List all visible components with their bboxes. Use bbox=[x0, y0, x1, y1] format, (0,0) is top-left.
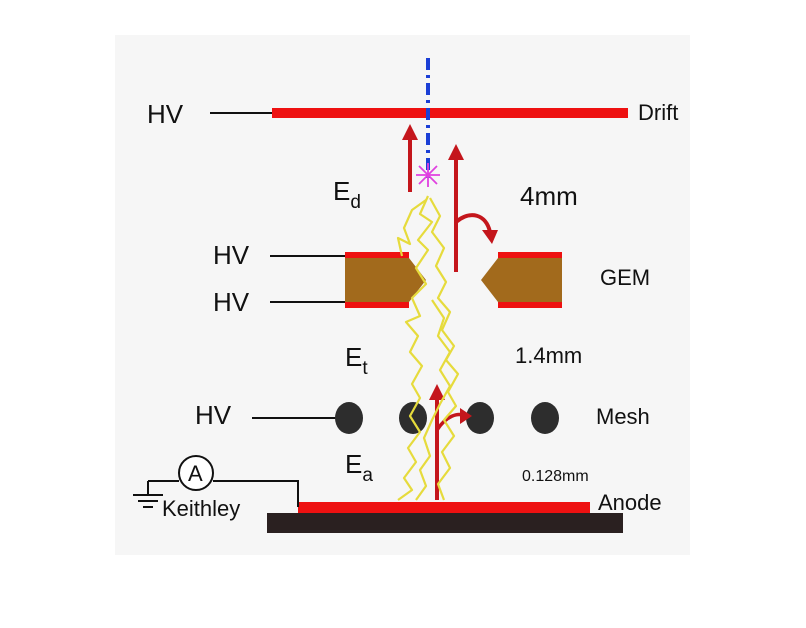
drift-hv-label: HV bbox=[147, 99, 184, 129]
field-line-curve-icon bbox=[454, 213, 498, 244]
drift-field-label: Ed bbox=[333, 176, 361, 213]
amp-field-label: Ea bbox=[345, 449, 373, 486]
drift-field-subscript: d bbox=[350, 192, 361, 213]
amp-field-arrow-icon bbox=[429, 384, 472, 500]
drift-gap-label: 4mm bbox=[520, 181, 578, 211]
transfer-field-subscript: t bbox=[362, 358, 368, 379]
mesh-wire-2 bbox=[399, 402, 427, 434]
ammeter-label: A bbox=[188, 461, 203, 486]
gem-top-hv-label: HV bbox=[213, 240, 250, 270]
amp-field-symbol: E bbox=[345, 449, 362, 479]
ammeter-icon bbox=[178, 455, 214, 491]
mesh-hv-label: HV bbox=[195, 400, 232, 430]
streamer-1 bbox=[397, 195, 434, 501]
streamer-3 bbox=[396, 199, 427, 257]
anode-label: Anode bbox=[598, 490, 662, 515]
drift-field-arrow-left-icon bbox=[402, 124, 418, 192]
gem-foil-left bbox=[345, 252, 426, 308]
drift-field-symbol: E bbox=[333, 176, 350, 206]
mesh-wire-4 bbox=[531, 402, 559, 434]
drift-label: Drift bbox=[638, 100, 678, 125]
transfer-field-label: Et bbox=[345, 342, 368, 379]
readout-wire bbox=[213, 480, 299, 507]
transfer-field-symbol: E bbox=[345, 342, 362, 372]
mesh-label: Mesh bbox=[596, 404, 650, 429]
anode-electrode bbox=[298, 502, 590, 513]
readout-circuit bbox=[147, 480, 299, 507]
mesh-wire-3 bbox=[466, 402, 494, 434]
streamer-4 bbox=[415, 299, 452, 501]
gem-label: GEM bbox=[600, 265, 650, 290]
ground-icon bbox=[133, 494, 163, 508]
drift-field-arrow-right-icon bbox=[448, 144, 464, 272]
keithley-label: Keithley bbox=[162, 496, 240, 521]
amp-field-subscript: a bbox=[362, 465, 373, 486]
anode-base bbox=[267, 513, 623, 533]
gem-foil-right bbox=[481, 252, 562, 308]
amp-gap-label: 0.128mm bbox=[522, 468, 589, 485]
drift-electrode bbox=[272, 108, 628, 118]
mesh-wire-1 bbox=[335, 402, 363, 434]
gem-bottom-hv-label: HV bbox=[213, 287, 250, 317]
transfer-gap-label: 1.4mm bbox=[515, 343, 582, 368]
ionization-spark-icon bbox=[416, 163, 440, 187]
avalanche-streamers bbox=[396, 195, 460, 501]
mesh-wires bbox=[335, 402, 559, 434]
